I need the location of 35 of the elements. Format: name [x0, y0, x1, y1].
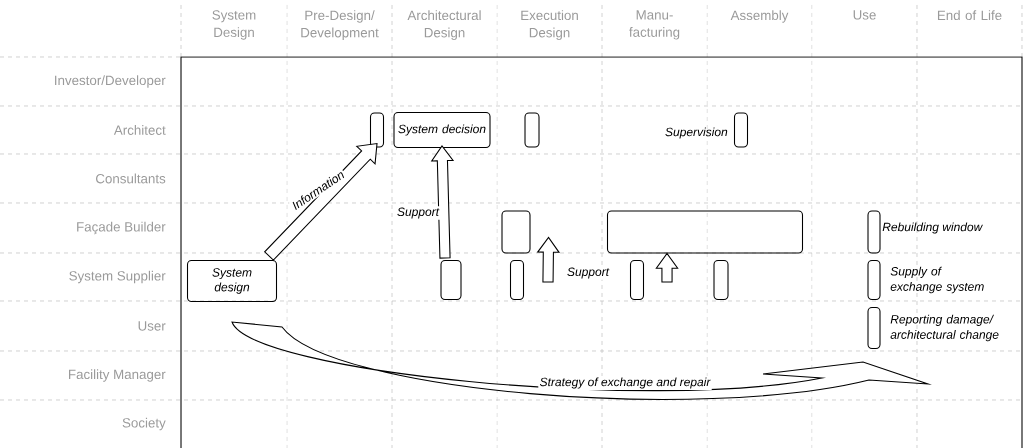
column-header: Architectural Design	[407, 10, 481, 40]
row-label: Architect	[113, 125, 166, 135]
process-box	[524, 112, 540, 148]
row-label: Facility Manager	[69, 369, 166, 382]
row-label: Consultants	[96, 173, 166, 184]
column-header: Execution Design	[521, 10, 578, 40]
box-caption: Supply of exchange system	[890, 266, 984, 294]
process-box	[369, 112, 385, 148]
block-arrow	[655, 252, 679, 283]
process-box	[629, 259, 645, 301]
box-caption: Supervision	[665, 127, 728, 139]
box-caption: Reporting damage/ architectural change	[890, 314, 999, 342]
row-label: Façade Builder	[77, 221, 166, 235]
box-caption: Rebuilding window	[882, 222, 983, 234]
process-box	[501, 210, 531, 254]
process-box	[440, 259, 462, 301]
column-header: Use	[853, 10, 876, 20]
process-box	[606, 210, 804, 254]
edge-label: Support	[395, 206, 441, 220]
block-arrow	[536, 236, 561, 283]
column-header: Pre-Design/ Development	[301, 10, 379, 40]
row-label: User	[138, 321, 166, 331]
block-arrow	[430, 145, 455, 259]
column-header: System Design	[212, 10, 256, 40]
column-header: Manu- facturing	[629, 10, 680, 40]
column-header: Assembly	[730, 10, 789, 23]
row-label: Investor/Developer	[55, 75, 166, 88]
edge-label: Support	[565, 266, 611, 280]
process-box: System decision	[393, 111, 491, 149]
column-header: End of Life	[937, 10, 1002, 21]
row-label: System Supplier	[69, 270, 166, 284]
process-box	[713, 259, 729, 301]
process-box: System design	[186, 259, 278, 303]
row-label: Society	[122, 417, 166, 431]
process-box	[509, 259, 525, 301]
